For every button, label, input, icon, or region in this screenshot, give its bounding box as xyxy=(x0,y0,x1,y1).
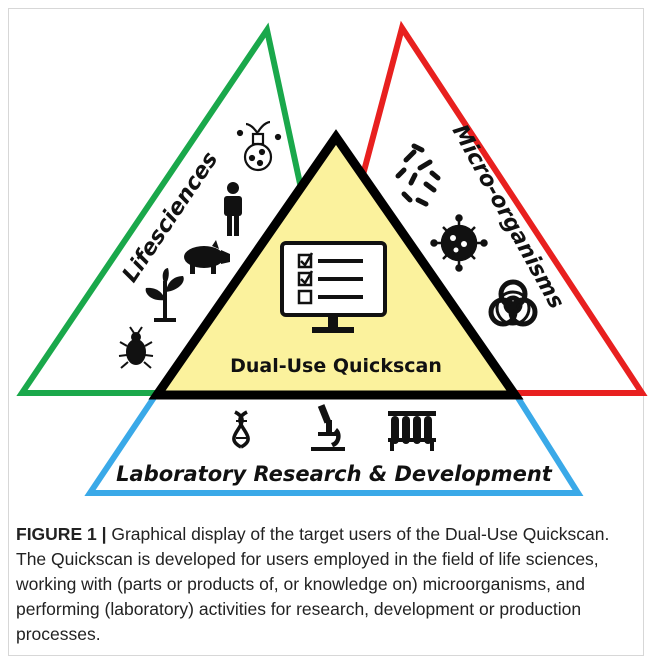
plant-icon xyxy=(145,268,184,322)
person-icon xyxy=(224,182,242,236)
checklist-monitor-icon xyxy=(280,241,387,333)
laboratory-label: Laboratory Research & Development xyxy=(116,462,553,486)
virus-icon xyxy=(430,214,488,272)
caption-text: Graphical display of the target users of… xyxy=(16,524,610,644)
dna-icon xyxy=(232,410,250,449)
test-tubes-icon xyxy=(388,411,436,451)
microscope-icon xyxy=(311,404,345,451)
dual-use-diagram: Dual-Use Quickscan Lifesciences xyxy=(16,20,648,496)
pig-icon xyxy=(184,240,230,274)
bacteria-icon xyxy=(395,143,441,207)
center-label: Dual-Use Quickscan xyxy=(230,355,442,377)
beetle-icon xyxy=(118,326,154,369)
caption-label: FIGURE 1 | xyxy=(16,524,107,544)
flask-plant-icon xyxy=(236,120,282,172)
figure-caption: FIGURE 1 | Graphical display of the targ… xyxy=(16,522,631,647)
biohazard-icon xyxy=(488,279,538,327)
